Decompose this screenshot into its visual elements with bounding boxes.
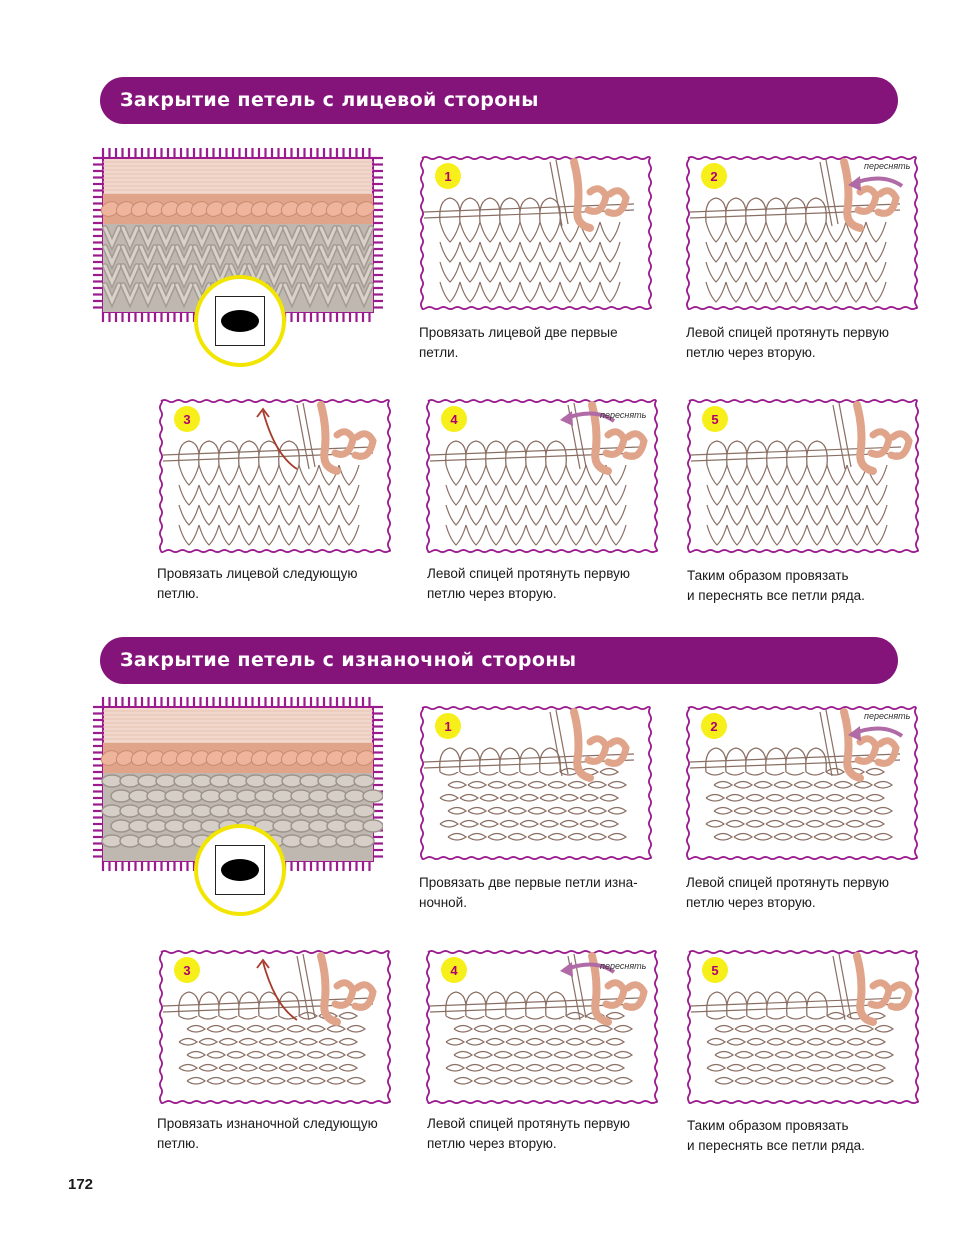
arrow-head-icon	[848, 726, 861, 741]
arrow-head-icon	[560, 411, 573, 426]
step-number: 2	[710, 719, 717, 734]
step-5-illustration: 5	[685, 948, 921, 1106]
arrow-head-icon	[848, 176, 861, 191]
knitting-step-svg: переснять 2	[686, 156, 918, 310]
step-2-caption: Левой спицей протянуть первую петлю чере…	[686, 875, 889, 910]
knitting-step-svg: 3	[159, 950, 391, 1104]
step-number-badge: 2	[701, 163, 727, 189]
step-4-caption: Левой спицей протянуть первую петлю чере…	[427, 566, 630, 601]
section-title-knit-side: Закрытие петель с лицевой стороны	[100, 77, 898, 124]
knitting-step-svg: переснять 4	[426, 950, 658, 1104]
step-1-caption: Провязать две первые петли изна- ночной.	[419, 875, 638, 910]
step-3-caption: Провязать изнаночной следующую петлю.	[157, 1116, 378, 1151]
step-2-illustration: переснять 2	[684, 154, 920, 312]
step-number-badge: 3	[174, 406, 200, 432]
step-number-badge: 1	[435, 713, 461, 739]
step-3-illustration: 3	[157, 397, 393, 555]
symbol-badge	[194, 824, 286, 916]
retransfer-label: переснять	[864, 711, 911, 721]
knitting-step-svg: переснять 4	[426, 399, 658, 553]
knitting-step-svg: 1	[420, 156, 652, 310]
knitting-step-svg: 5	[687, 950, 919, 1104]
step-1-illustration: 1	[418, 704, 654, 862]
knitting-step-svg: переснять 2	[686, 706, 918, 860]
step-5-caption: Таким образом провязать и переснять все …	[687, 568, 865, 603]
curved-arrow-icon	[262, 410, 298, 470]
retransfer-label: переснять	[600, 961, 647, 971]
step-2-illustration: переснять 2	[684, 704, 920, 862]
section-title-purl-side: Закрытие петель с изнаночной стороны	[100, 637, 898, 684]
step-number: 3	[183, 412, 190, 427]
knitting-step-svg: 1	[420, 706, 652, 860]
step-number: 2	[710, 169, 717, 184]
page-number: 172	[68, 1176, 94, 1193]
step-5-illustration: 5	[685, 397, 921, 555]
step-4-caption: Левой спицей протянуть первую петлю чере…	[427, 1116, 630, 1151]
arrow-head-icon	[560, 962, 573, 977]
step-number-badge: 5	[702, 957, 728, 983]
knitting-step-svg: 5	[687, 399, 919, 553]
step-number-badge: 1	[435, 163, 461, 189]
step-2-caption: Левой спицей протянуть первую петлю чере…	[686, 325, 889, 360]
step-number-badge: 2	[701, 713, 727, 739]
step-number: 4	[450, 963, 458, 978]
step-number: 1	[444, 169, 451, 184]
step-number: 3	[183, 963, 190, 978]
step-4-illustration: переснять 4	[424, 948, 660, 1106]
step-3-illustration: 3	[157, 948, 393, 1106]
step-number-badge: 4	[441, 957, 467, 983]
step-number: 5	[711, 412, 718, 427]
curved-arrow-icon	[262, 961, 298, 1021]
step-4-illustration: переснять 4	[424, 397, 660, 555]
retransfer-label: переснять	[864, 161, 911, 171]
step-number-badge: 5	[702, 406, 728, 432]
symbol-badge	[194, 275, 286, 367]
step-number-badge: 3	[174, 957, 200, 983]
step-3-caption: Провязать лицевой следующую петлю.	[157, 566, 358, 601]
step-5-caption: Таким образом провязать и переснять все …	[687, 1118, 865, 1153]
step-number: 1	[444, 719, 451, 734]
retransfer-label: переснять	[600, 410, 647, 420]
step-1-caption: Провязать лицевой две первые петли.	[419, 325, 618, 360]
step-number: 5	[711, 963, 718, 978]
step-1-illustration: 1	[418, 154, 654, 312]
knitting-step-svg: 3	[159, 399, 391, 553]
fabric-photo-purl	[93, 697, 384, 871]
black-oval-symbol-icon	[221, 859, 259, 881]
black-oval-symbol-icon	[221, 310, 259, 332]
step-number-badge: 4	[441, 406, 467, 432]
step-number: 4	[450, 412, 458, 427]
